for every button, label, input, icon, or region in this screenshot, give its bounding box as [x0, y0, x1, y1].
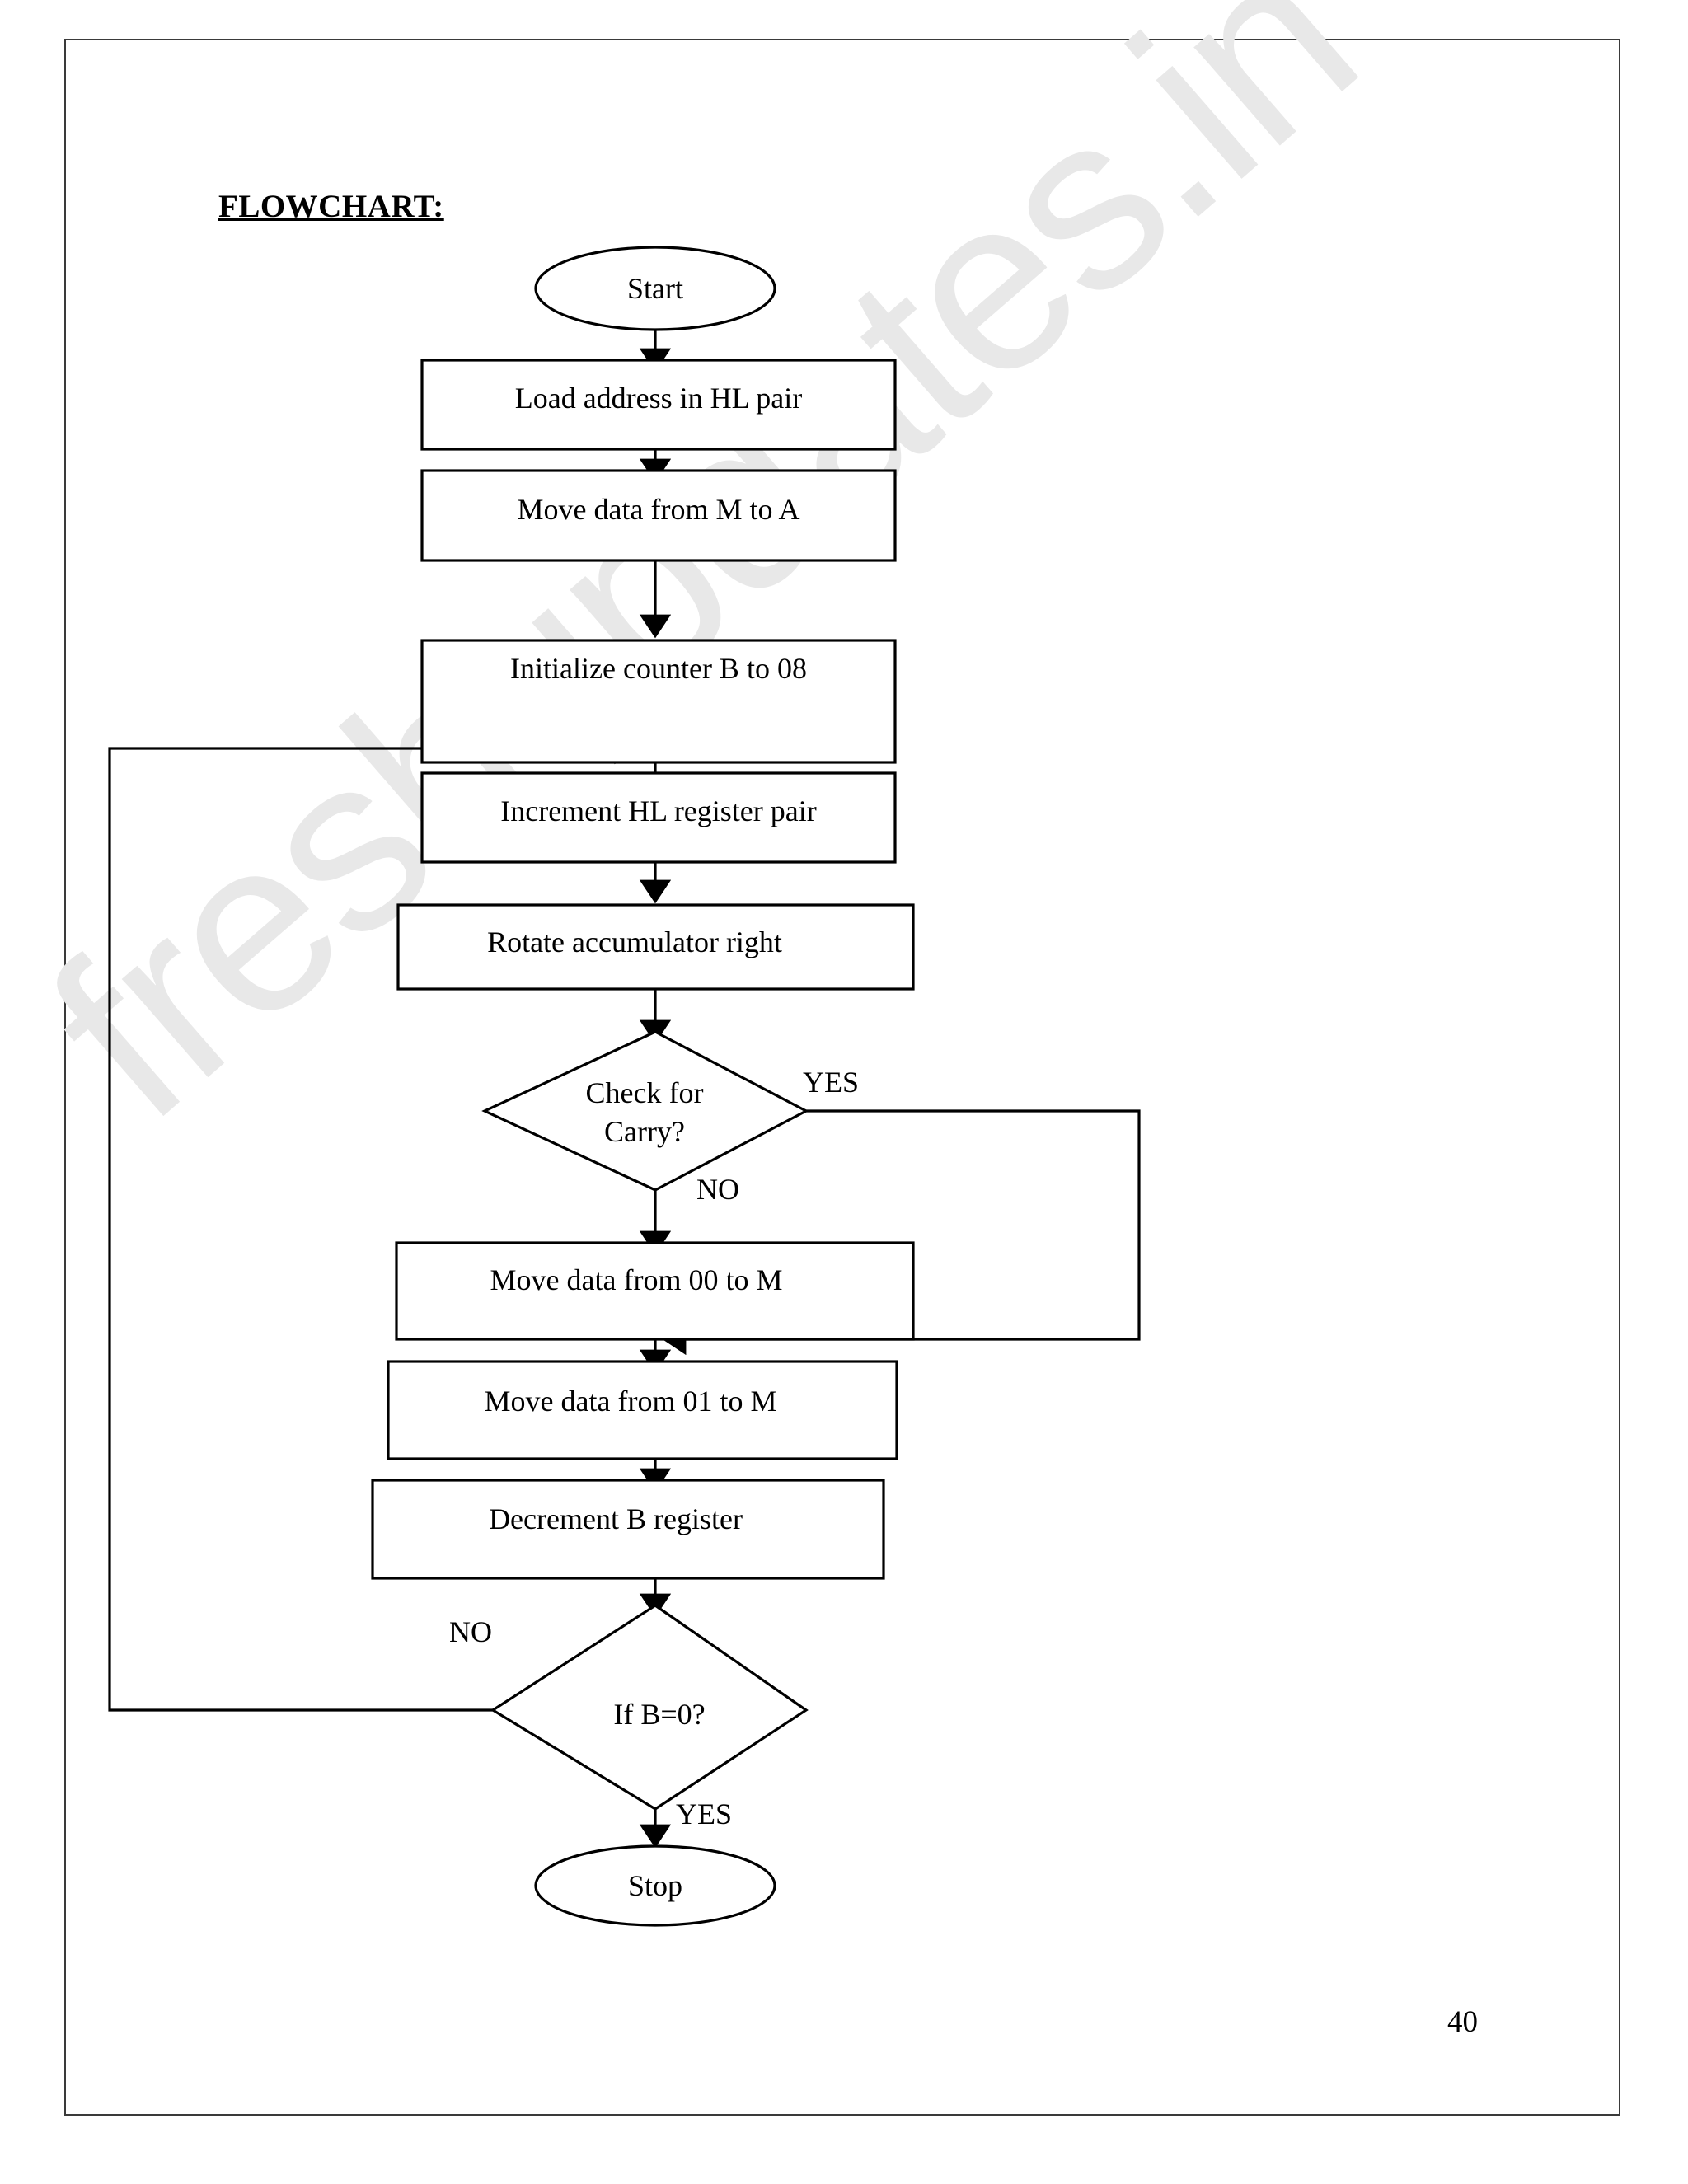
node-move-00-to-m[interactable]: Move data from 00 to M	[395, 1241, 915, 1341]
node-move-m-to-a[interactable]: Move data from M to A	[420, 469, 897, 562]
branch-label-carry-yes: YES	[803, 1066, 859, 1099]
node-if-b-equals-zero[interactable]: If B=0?	[490, 1604, 809, 1811]
node-stop[interactable]: Stop	[534, 1844, 776, 1927]
page-title: FLOWCHART:	[218, 189, 444, 224]
node-move-m-to-a-label: Move data from M to A	[518, 493, 800, 526]
node-initialize-counter-b[interactable]: Initialize counter B to 08	[420, 639, 897, 764]
node-load-address-label: Load address in HL pair	[515, 382, 803, 415]
page-border	[64, 39, 1620, 2116]
node-if-b-equals-zero-label: If B=0?	[613, 1698, 705, 1731]
node-start-label: Start	[627, 272, 683, 305]
node-stop-label: Stop	[628, 1869, 682, 1902]
node-decrement-b-label: Decrement B register	[489, 1502, 743, 1535]
node-check-for-carry-label-line1: Check for	[586, 1076, 704, 1109]
node-move-01-to-m-label: Move data from 01 to M	[485, 1385, 777, 1418]
edge-if-b-zero-no-loop	[108, 732, 639, 1712]
node-move-01-to-m[interactable]: Move data from 01 to M	[387, 1360, 898, 1460]
branch-label-b-zero-no: NO	[449, 1615, 492, 1648]
node-decrement-b[interactable]: Decrement B register	[371, 1479, 885, 1580]
node-increment-hl[interactable]: Increment HL register pair	[420, 771, 897, 864]
node-check-for-carry-label-line2: Carry?	[604, 1115, 685, 1148]
branch-label-carry-no: NO	[696, 1173, 739, 1206]
node-check-for-carry[interactable]: Check for Carry?	[481, 1030, 809, 1192]
node-rotate-accumulator[interactable]: Rotate accumulator right	[396, 903, 915, 991]
node-initialize-counter-b-label: Initialize counter B to 08	[510, 652, 807, 685]
node-move-00-to-m-label: Move data from 00 to M	[490, 1263, 783, 1296]
branch-label-b-zero-yes: YES	[676, 1797, 732, 1830]
page-number: 40	[1447, 2005, 1478, 2039]
node-increment-hl-label: Increment HL register pair	[500, 794, 816, 827]
node-load-address[interactable]: Load address in HL pair	[420, 359, 897, 451]
node-start[interactable]: Start	[534, 246, 776, 331]
node-rotate-accumulator-label: Rotate accumulator right	[487, 926, 782, 958]
